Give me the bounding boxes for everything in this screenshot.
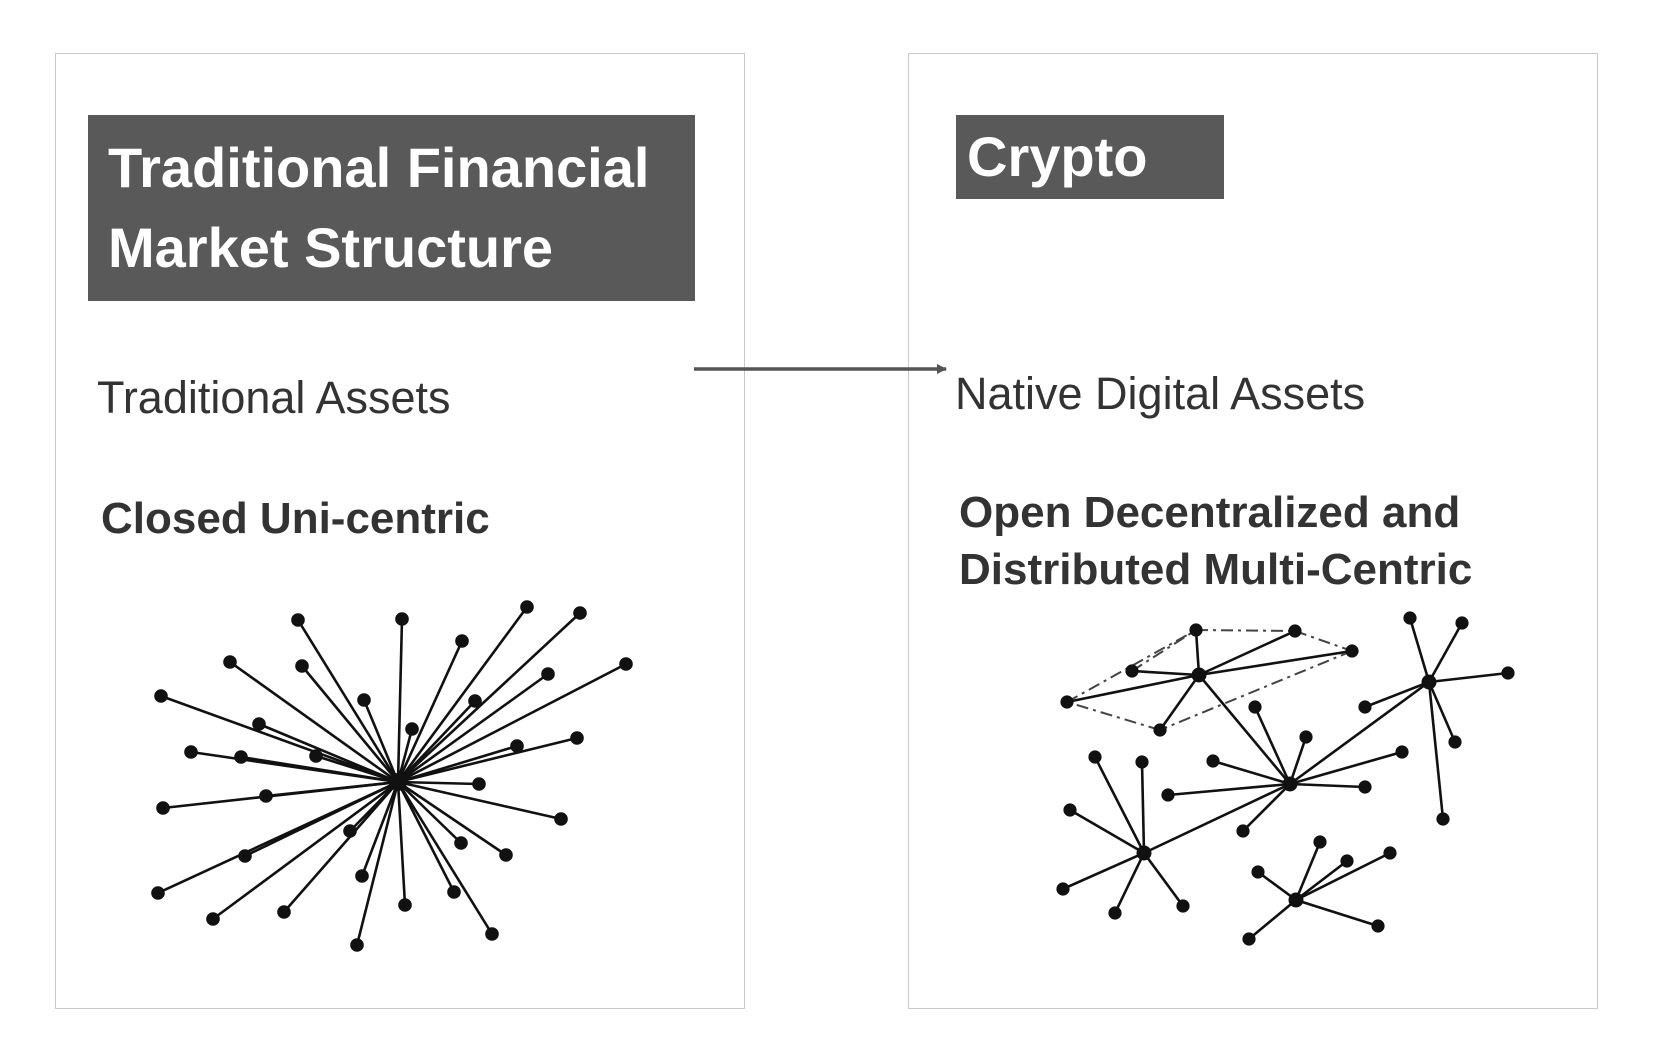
closed-unicentric-label: Closed Uni-centric [101,494,490,543]
traditional-title: Traditional Financial Market Structure [88,115,695,301]
open-decentralized-label: Open Decentralized and Distributed Multi… [959,488,1473,594]
native-digital-assets-label: Native Digital Assets [955,368,1366,419]
traditional-panel: Traditional Financial Market Structure T… [55,53,745,1009]
crypto-panel: Crypto Native Digital Assets Open Decent… [908,53,1598,1009]
crypto-title: Crypto [956,115,1224,199]
traditional-assets-label: Traditional Assets [97,372,451,423]
